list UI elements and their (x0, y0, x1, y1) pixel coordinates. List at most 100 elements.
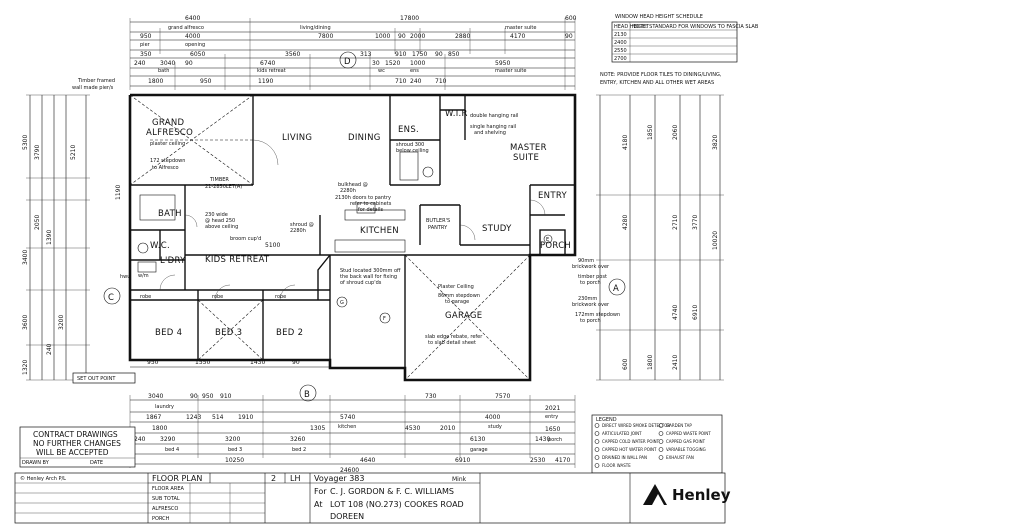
label-pier: pier (140, 42, 151, 48)
dim-left-3400: 3400 (22, 250, 29, 265)
note-pantry-doors: 2130h doors to pantry (335, 195, 391, 201)
legend-item: CAPPED GAS POINT (666, 439, 706, 444)
note-to-garage: to garage (445, 299, 469, 305)
dim-right-4280: 4280 (622, 215, 629, 230)
dim-30: 30 (372, 60, 380, 67)
legend-symbol-icon (658, 447, 664, 452)
note-single-hanging: single hanging rail (470, 124, 516, 130)
dim-b-1910: 1910 (238, 414, 253, 421)
legend: LEGEND DIRECT WIRED SMOKE DETECTORARTICU… (591, 414, 723, 474)
contract-line-1: CONTRACT DRAWINGS (33, 430, 118, 439)
legend-symbol-icon (594, 447, 600, 452)
dim-b-1305: 1305 (310, 425, 325, 432)
legend-item: GARDEN TAP (666, 423, 692, 428)
note-whead2: @ head 250 (205, 218, 235, 224)
dim-b-2021: 2021 (545, 405, 560, 412)
dim-b-3200: 3200 (225, 436, 240, 443)
dim-b-90b: 90 (292, 359, 300, 366)
note-stepdown-alfresco: 172 stepdown (150, 158, 185, 164)
marker-d-circle (339, 51, 357, 69)
tb-handed: LH (290, 474, 300, 483)
label-b-entry: entry (545, 414, 558, 420)
dim-240b: 240 (410, 78, 422, 85)
dim-right-10020: 10020 (712, 231, 719, 250)
legend-item: FLOOR WASTE (602, 463, 631, 468)
dim-right-2060: 2060 (672, 125, 679, 140)
dim-1520: 1520 (385, 60, 400, 67)
dim-4000: 4000 (185, 33, 200, 40)
marker-e: E (546, 237, 549, 243)
dim-b-514: 514 (212, 414, 224, 421)
dim-right-1850: 1850 (647, 125, 654, 140)
dim-right-4180: 4180 (622, 135, 629, 150)
contract-line-3: WILL BE ACCEPTED (36, 448, 109, 457)
room-bath: BATH (158, 209, 182, 219)
label-b-kitchen: kitchen (338, 424, 356, 430)
note-timber-framed: Timber framed (77, 78, 115, 84)
top-dimensions: 6400 17800 600 grand alfresco living/din… (129, 15, 577, 90)
dim-b-5740: 5740 (340, 414, 355, 421)
dim-b-24600: 24600 (340, 467, 359, 474)
dim-2880: 2880 (455, 33, 470, 40)
tb-sheet: 2 (271, 474, 276, 483)
note-step-172-to: to porch (580, 318, 601, 324)
dim-910: 910 (395, 51, 407, 58)
room-wir: W.I.R (445, 109, 468, 119)
label-ens: ens (410, 68, 419, 74)
note-brick-230: 230mm (578, 296, 597, 302)
room-ens: ENS. (398, 125, 419, 135)
marker-e-circle (543, 234, 553, 244)
note-refer-cabinets: refer to cabinets (350, 201, 392, 207)
title-block: © Henley Arch P/L FLOOR PLAN 2 LH Voyage… (14, 472, 731, 524)
ws-row2: 2400 (614, 40, 627, 46)
room-wc: W.C. (150, 241, 170, 251)
dim-b-3290: 3290 (160, 436, 175, 443)
room-porch: PORCH (540, 241, 571, 251)
note-timber: TIMBER (209, 177, 229, 183)
note-timber-val: 21-2850LET(A) (205, 184, 242, 190)
legend-item: CAPPED COLD WATER POINT (602, 439, 660, 444)
dim-b-2530: 2530 (530, 457, 545, 464)
dim-left-3200: 3200 (58, 315, 65, 330)
note-plaster-ceiling: plaster ceiling (150, 141, 185, 147)
dim-top-600: 600 (565, 15, 577, 22)
ws-row4: 2700 (614, 56, 627, 62)
note-shroud-val: 2280h (290, 228, 306, 234)
right-dimensions: 4180 1850 2060 3820 4280 2710 3770 10020… (596, 94, 724, 381)
dim-top-6400: 6400 (185, 15, 200, 22)
note-robe-3: robe (212, 294, 223, 300)
note-bulkhead: bulkhead @ (338, 182, 368, 188)
tb-model: Voyager 383 (314, 474, 364, 483)
ws-row1: 2130 (614, 32, 627, 38)
marker-a: A (613, 284, 619, 294)
dim-90d: 90 (185, 60, 193, 67)
dim-b-1550: 1550 (195, 359, 210, 366)
dim-3560: 3560 (285, 51, 300, 58)
tb-address: LOT 108 (NO.273) COOKES ROAD (330, 500, 464, 509)
dim-right-1800: 1800 (647, 355, 654, 370)
label-bath: bath (158, 68, 169, 74)
marker-g: G (340, 300, 344, 306)
label-kids-retreat: kids retreat (257, 68, 286, 74)
legend-item: VARIABLE TOGGING (666, 447, 706, 452)
note-below-ceiling: below ceiling (396, 148, 429, 154)
note-robe-2: robe (275, 294, 286, 300)
marker-f: F (383, 316, 386, 322)
set-out-point-box (72, 372, 136, 384)
marker-g-circle (336, 296, 348, 308)
dim-710: 710 (395, 78, 407, 85)
dim-b-90: 90 (190, 393, 198, 400)
legend-symbol-icon (594, 423, 600, 428)
label-master-suite-2: master suite (495, 68, 526, 74)
note-wall-pier: wall made pier/s (72, 85, 114, 91)
note-wm: w/m (138, 273, 149, 279)
room-bed2: BED 2 (276, 328, 303, 338)
dim-b-240: 240 (134, 436, 146, 443)
dim-left-5300: 5300 (22, 135, 29, 150)
dim-b-1243: 1243 (186, 414, 201, 421)
legend-symbol-icon (658, 423, 664, 428)
room-garage: GARAGE (445, 311, 482, 321)
marker-f-circle (379, 312, 391, 324)
legend-symbol-icon (594, 463, 600, 468)
